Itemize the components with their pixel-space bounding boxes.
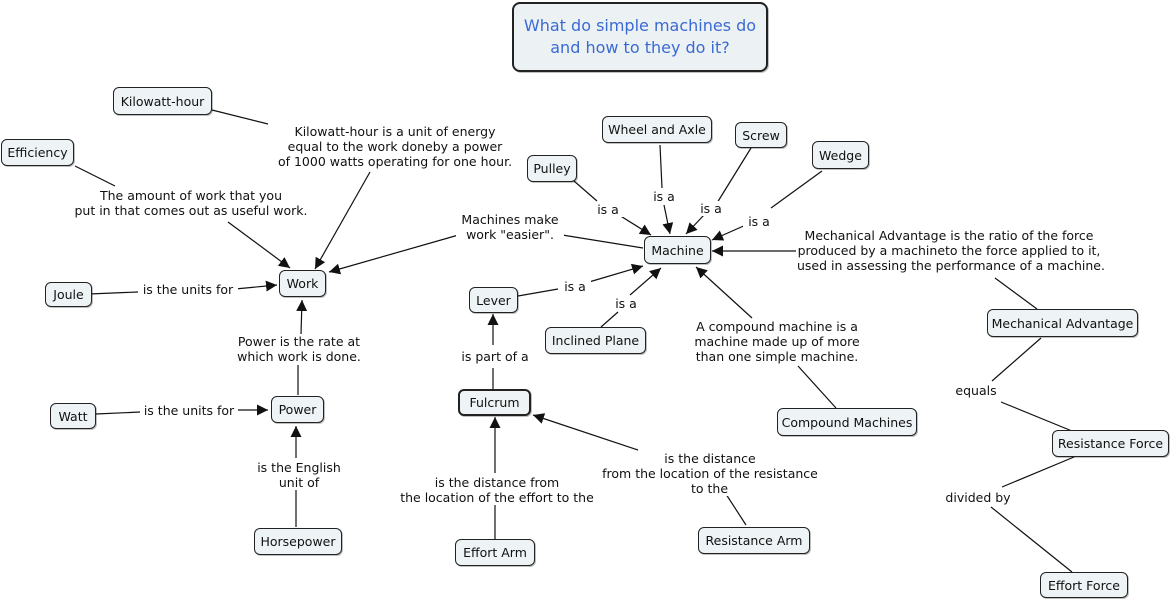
node-inclined-plane[interactable]: Inclined Plane (545, 327, 646, 354)
link-line: is the distance (664, 451, 756, 466)
link-line: from the location of the resistance (602, 466, 818, 481)
link-line: produced by a machineto the force applie… (797, 243, 1101, 258)
node-watt[interactable]: Watt (50, 403, 96, 429)
node-machine[interactable]: Machine (644, 236, 711, 264)
title-line-2: and how to they do it? (550, 38, 730, 57)
node-wheel-and-axle[interactable]: Wheel and Axle (602, 116, 712, 143)
link-line: Power is the rate at (237, 334, 361, 349)
link-line: put in that comes out as useful work. (74, 203, 308, 218)
link-label-power-rate: Power is the rate at which work is done. (230, 334, 368, 364)
link-line: Kilowatt-hour is a unit of energy (294, 124, 496, 139)
link-label-efficiency: The amount of work that you put in that … (70, 188, 312, 218)
link-label-divided-by: divided by (942, 490, 1014, 505)
node-work[interactable]: Work (279, 270, 326, 297)
node-screw[interactable]: Screw (735, 122, 787, 148)
title-line-1: What do simple machines do (523, 16, 757, 35)
node-pulley[interactable]: Pulley (527, 155, 577, 182)
link-label-easier: Machines make work "easier". (456, 212, 564, 242)
link-label-compound: A compound machine is a machine made up … (691, 319, 863, 364)
link-line: to the (691, 481, 729, 496)
link-line: work "easier". (466, 227, 554, 242)
link-label-effort-distance: is the distance from the location of the… (398, 475, 596, 505)
link-line: the location of the effort to the (400, 490, 594, 505)
link-label-resistance-distance: is the distance from the location of the… (598, 451, 822, 496)
link-line: is the distance from (434, 475, 560, 490)
node-effort-force[interactable]: Effort Force (1040, 572, 1128, 598)
link-label-equals: equals (950, 383, 1002, 398)
link-label-part-of: is part of a (456, 349, 534, 364)
node-efficiency[interactable]: Efficiency (1, 139, 74, 166)
node-joule[interactable]: Joule (45, 282, 92, 307)
diagram-title: What do simple machines do and how to th… (512, 2, 768, 72)
link-label-lever-isa: is a (559, 279, 591, 294)
node-fulcrum[interactable]: Fulcrum (458, 389, 531, 416)
link-line: Machines make (461, 212, 559, 227)
node-compound-machines[interactable]: Compound Machines (777, 408, 917, 436)
link-label-joule-units: is the units for (138, 282, 238, 297)
link-label-kilowatt-hour: Kilowatt-hour is a unit of energy equal … (268, 124, 522, 169)
link-line: unit of (278, 475, 320, 490)
node-power[interactable]: Power (271, 396, 324, 423)
link-line: is the English (257, 460, 341, 475)
link-line: which work is done. (237, 349, 361, 364)
link-label-incline-isa: is a (610, 296, 642, 311)
link-line: The amount of work that you (100, 188, 282, 203)
node-kilowatt-hour[interactable]: Kilowatt-hour (113, 87, 212, 115)
node-resistance-force[interactable]: Resistance Force (1052, 430, 1169, 457)
link-label-mechanical-advantage: Mechanical Advantage is the ratio of the… (796, 228, 1105, 273)
link-line: A compound machine is a (696, 319, 858, 334)
link-label-pulley-isa: is a (592, 202, 624, 217)
node-resistance-arm[interactable]: Resistance Arm (698, 527, 810, 554)
node-horsepower[interactable]: Horsepower (254, 528, 342, 555)
link-line: used in assessing the performance of a m… (797, 258, 1105, 273)
node-effort-arm[interactable]: Effort Arm (455, 539, 535, 566)
link-label-wheel-isa: is a (648, 189, 680, 204)
link-line: equal to the work doneby a power (287, 139, 503, 154)
node-wedge[interactable]: Wedge (812, 141, 869, 169)
link-label-watt-units: is the units for (140, 403, 238, 418)
node-mechanical-advantage[interactable]: Mechanical Advantage (987, 309, 1138, 337)
node-lever[interactable]: Lever (469, 287, 518, 313)
link-line: Mechanical Advantage is the ratio of the… (804, 228, 1094, 243)
link-line: of 1000 watts operating for one hour. (277, 154, 513, 169)
link-label-wedge-isa: is a (743, 214, 775, 229)
link-line: machine made up of more (694, 334, 860, 349)
link-line: than one simple machine. (695, 349, 859, 364)
link-label-screw-isa: is a (695, 201, 727, 216)
link-label-english-unit: is the English unit of (250, 460, 348, 490)
